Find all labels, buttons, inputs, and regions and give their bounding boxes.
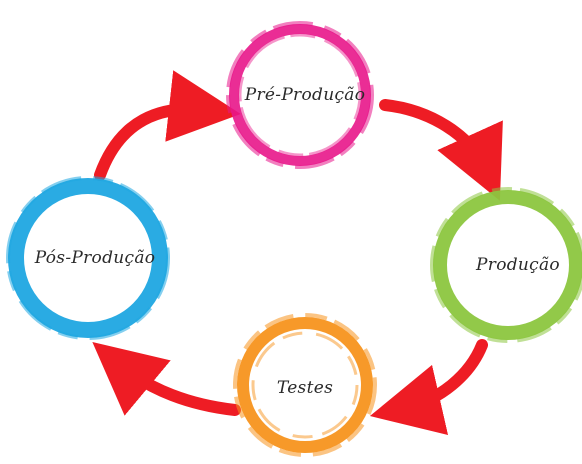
stage-label-producao: Produção xyxy=(476,255,560,275)
ring-testes xyxy=(233,313,377,457)
arrow-pre-to-prod xyxy=(379,99,503,201)
flow-arrows xyxy=(92,70,503,436)
stage-label-pre-producao: Pré-Produção xyxy=(244,85,366,105)
ring-pos-producao xyxy=(6,176,170,340)
ring-producao xyxy=(430,187,582,343)
arrow-pos-to-pre xyxy=(94,70,241,181)
stage-label-pos-producao: Pós-Produção xyxy=(34,248,156,268)
ring-pre-producao xyxy=(226,21,374,169)
arrow-testes-to-pos xyxy=(92,341,241,416)
arrow-prod-to-testes xyxy=(369,339,488,436)
stage-label-testes: Testes xyxy=(276,378,334,398)
